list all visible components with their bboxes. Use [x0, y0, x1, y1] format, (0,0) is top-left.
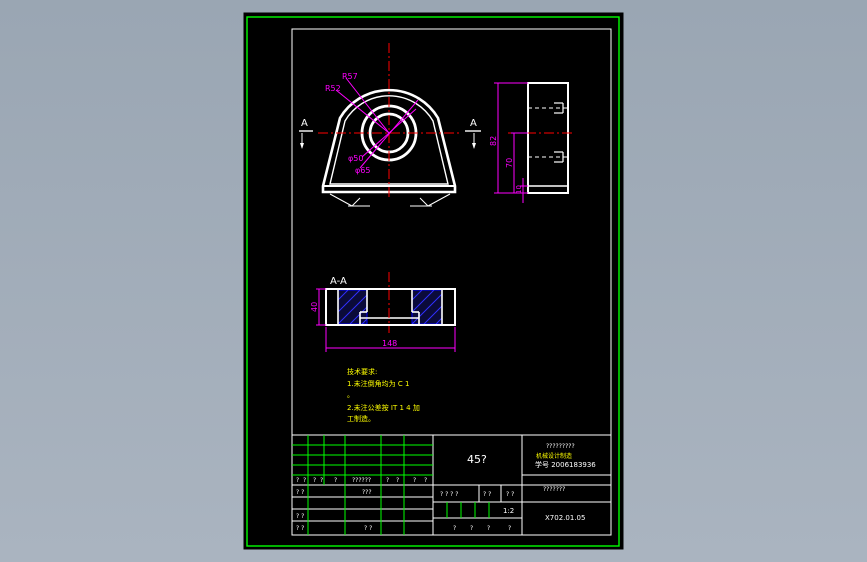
rev-col-5: ?	[334, 477, 337, 484]
side-view: 82 70 10	[489, 82, 575, 203]
dim-d50-label: φ50	[348, 154, 363, 163]
section-hatch-lines	[337, 289, 443, 325]
sheet-num-label: ?	[487, 525, 490, 532]
front-view: R57 R52 φ50 φ65 A A	[299, 43, 481, 207]
d65-leader	[359, 99, 419, 169]
rev-col-7: ?	[386, 477, 389, 484]
section-title: A-A	[330, 276, 347, 287]
notes-line-3: 2.未注公差按 IT 1 4 加	[347, 403, 420, 412]
revision-grid	[292, 435, 490, 535]
weight-label: ? ?	[483, 491, 491, 498]
sheets-label: ?	[453, 525, 456, 532]
side-outline	[527, 82, 569, 194]
drawing-number: X702.01.05	[545, 514, 585, 522]
rev-col-4: ?	[320, 477, 323, 484]
front-inner-contour	[329, 95, 449, 185]
d50-leader	[361, 108, 417, 158]
roughness-symbol-left	[329, 193, 370, 207]
sheet-outer-border	[246, 16, 620, 547]
title-block-dividers	[292, 435, 611, 535]
student-id: 学号 2006183936	[535, 460, 596, 469]
standard-label: ???	[362, 489, 372, 496]
scale-label: ? ?	[506, 491, 514, 498]
rev-col-2: ?	[303, 477, 306, 484]
notes-title: 技术要求:	[347, 367, 377, 376]
notes-line-1: 1.未注倒角均为 C 1	[347, 379, 409, 388]
section-marker-right-letter: A	[470, 118, 477, 129]
section-outline	[325, 288, 456, 326]
dim-10-label: 10	[515, 185, 523, 194]
side-dimension-lines	[494, 82, 528, 203]
dim-82-label: 82	[489, 136, 498, 146]
section-arrowhead-left	[300, 143, 304, 149]
section-view: A-A	[310, 272, 456, 352]
side-counterbore-steps	[554, 102, 564, 163]
rev-col-3: ?	[313, 477, 316, 484]
rev-col-6: ??????	[352, 477, 371, 484]
approve-label: ? ?	[364, 525, 372, 532]
revision-header: ? ? ? ? ? ?????? ? ? ? ?	[296, 477, 427, 484]
dim-70-label: 70	[505, 158, 514, 168]
designer-label: ? ?	[296, 489, 304, 496]
dim-40-label: 40	[310, 302, 319, 312]
r52-leader	[335, 89, 390, 134]
dim-d65-label: φ65	[355, 166, 370, 175]
material-value: 45?	[467, 453, 487, 466]
technical-notes: 技术要求: 1.未注倒角均为 C 1 。 2.未注公差按 IT 1 4 加 工制…	[347, 367, 420, 423]
review-label: ? ?	[296, 513, 304, 520]
notes-line-4: 工制造。	[347, 414, 375, 423]
stage-label: ? ? ? ?	[440, 491, 458, 498]
r57-leader	[345, 77, 390, 134]
roughness-symbol-right	[410, 193, 451, 207]
section-marker-left-letter: A	[301, 118, 308, 129]
title-block: ? ? ? ? ? ?????? ? ? ? ? ? ? ??? ? ? ? ?…	[291, 434, 612, 536]
section-arrowhead-right	[472, 143, 476, 149]
scale-value: 1:2	[503, 507, 514, 515]
sheet-total-label: ?	[508, 525, 511, 532]
rev-col-9: ?	[413, 477, 416, 484]
school-major: 机械设计制造	[536, 452, 572, 460]
section-dimension-lines	[316, 288, 456, 352]
front-outer-contour	[321, 88, 457, 194]
dim-r52-label: R52	[325, 84, 341, 93]
notes-line-2: 。	[347, 391, 354, 399]
sheet-of-label: ?	[470, 525, 473, 532]
part-name: ???????	[543, 486, 565, 493]
school-name: ?????????	[546, 443, 575, 450]
rev-col-8: ?	[396, 477, 399, 484]
dim-r57-label: R57	[342, 72, 358, 81]
process-label: ? ?	[296, 525, 304, 532]
rev-col-10: ?	[424, 477, 427, 484]
rev-col-1: ?	[296, 477, 299, 484]
dim-148-label: 148	[382, 339, 397, 348]
